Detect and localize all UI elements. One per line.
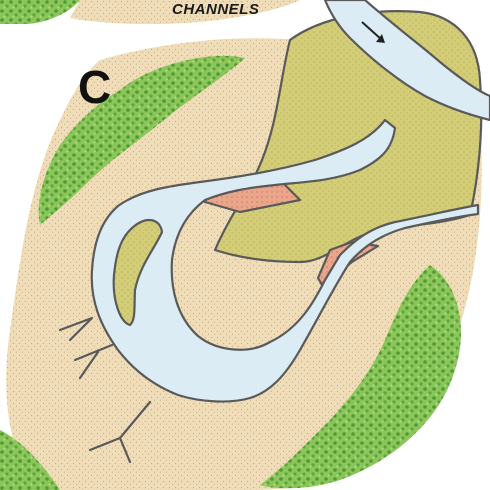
- upper-panel-vegetation: [0, 0, 80, 24]
- panel-letter: C: [78, 61, 111, 113]
- channels-caption: CHANNELS: [172, 1, 259, 18]
